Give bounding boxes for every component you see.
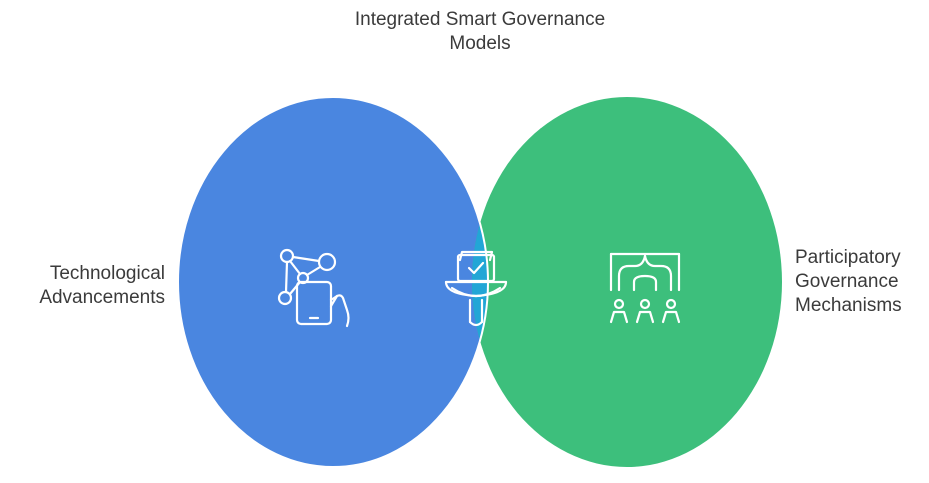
left-label-line: Technological — [49, 263, 165, 284]
ballot-box-check-icon — [444, 250, 508, 327]
right-label-line: Participatory — [795, 247, 901, 268]
integrated-smart-governance-label: Integrated Smart Governance Models — [300, 8, 660, 56]
right-label-line: Mechanisms — [795, 295, 902, 316]
top-label-line: Integrated Smart Governance — [354, 9, 606, 30]
technological-advancements-circle — [178, 97, 488, 467]
participatory-governance-label: Participatory Governance Mechanisms — [795, 246, 929, 318]
technological-advancements-label: Technological Advancements — [0, 262, 165, 310]
participatory-governance-circle — [472, 97, 782, 467]
top-label-line: Models — [449, 33, 511, 54]
left-label-line: Advancements — [39, 287, 165, 308]
people-network-icon — [609, 252, 681, 324]
right-label-line: Governance — [795, 271, 899, 292]
network-phone-hand-icon — [277, 248, 350, 328]
